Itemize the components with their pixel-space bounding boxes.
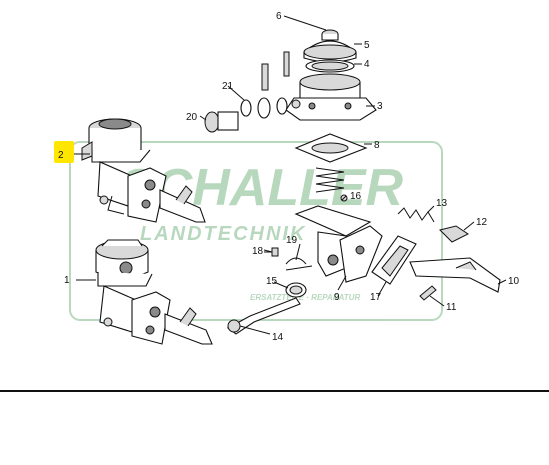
callout-5: 5 [364, 40, 370, 51]
callout-2-highlight [54, 141, 74, 163]
callout-6: 6 [276, 11, 282, 22]
callout-12: 12 [476, 217, 488, 228]
callout-21: 21 [222, 81, 234, 92]
callout-9: 9 [334, 292, 340, 303]
diaphragm-cover-stack [285, 29, 377, 193]
callout-16: 16 [350, 191, 362, 202]
watermark: SCHALLER LANDTECHNIK ERSATZTEILE · REPAR… [69, 141, 443, 321]
callout-14: 14 [272, 332, 284, 343]
callout-18: 18 [252, 246, 264, 257]
callout-17: 17 [370, 292, 382, 303]
callout-19: 19 [286, 235, 298, 246]
pump-lower-body-parts [294, 194, 501, 301]
small-hardware-parts [204, 51, 313, 335]
fuel-pump-assembly-upper [81, 118, 206, 223]
callout-11: 11 [446, 302, 457, 313]
callout-3: 3 [377, 101, 383, 112]
callout-10: 10 [508, 276, 520, 287]
leader-lines [74, 15, 507, 335]
callout-labels: 2 1 3 4 5 6 8 9 10 11 12 13 14 15 16 17 … [54, 11, 520, 343]
watermark-tagline: ERSATZTEILE · REPARATUR [250, 293, 360, 302]
callout-8: 8 [374, 140, 380, 151]
callout-2: 2 [58, 150, 64, 161]
callout-13: 13 [436, 198, 448, 209]
callout-20: 20 [186, 112, 198, 123]
callout-15: 15 [266, 276, 278, 287]
callout-4: 4 [364, 59, 370, 70]
fuel-pump-assembly-lower [95, 239, 213, 345]
callout-1: 1 [64, 275, 70, 286]
watermark-subtitle: LANDTECHNIK [140, 223, 306, 245]
